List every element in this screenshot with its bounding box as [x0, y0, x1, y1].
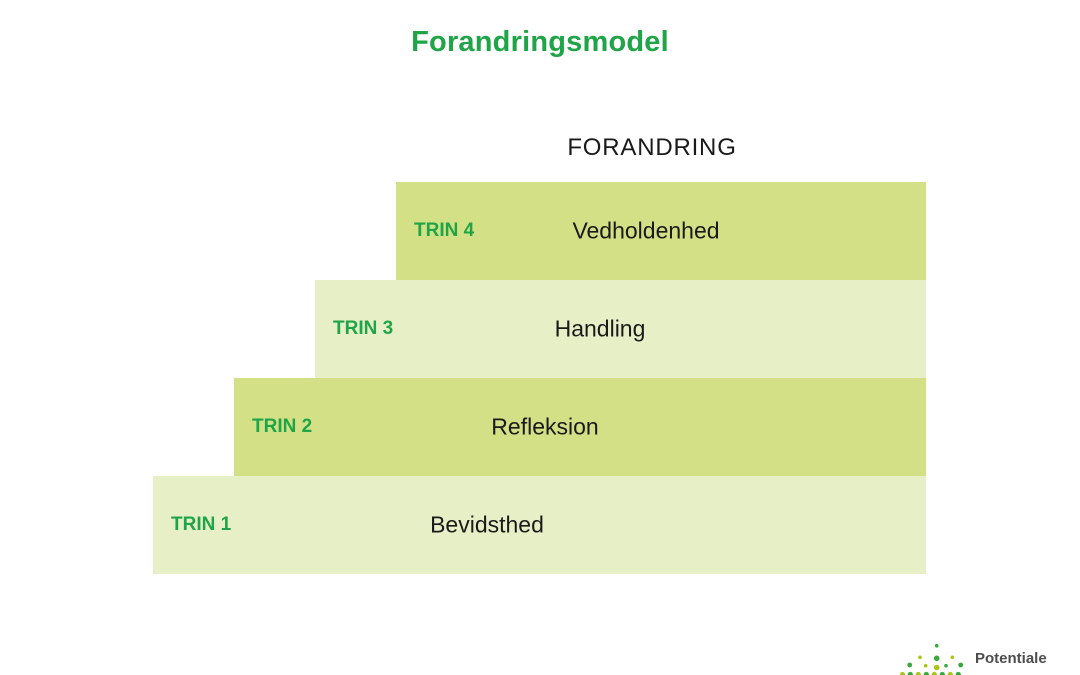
- step-3-name-label: Handling: [554, 315, 646, 342]
- step-2-number-label: TRIN 2: [252, 416, 313, 437]
- step-trin-2: TRIN 2 Refleksion: [234, 378, 926, 476]
- potentiale-logo-icon: [899, 643, 964, 675]
- page-title: Forandringsmodel: [411, 26, 669, 58]
- step-trin-1: TRIN 1 Bevidsthed: [153, 476, 926, 574]
- step-4-name-label: Vedholdenhed: [572, 217, 720, 244]
- step-trin-4: TRIN 4 Vedholdenhed: [396, 182, 926, 280]
- step-trin-3: TRIN 3 Handling: [315, 280, 926, 378]
- step-2-name-label: Refleksion: [491, 413, 599, 440]
- forandring-label: FORANDRING: [567, 134, 737, 161]
- step-3-number-label: TRIN 3: [333, 318, 394, 339]
- step-4-number-label: TRIN 4: [414, 220, 475, 241]
- potentiale-logo-text: Potentiale: [975, 650, 1047, 667]
- step-1-number-label: TRIN 1: [171, 514, 232, 535]
- potentiale-logo: Potentiale: [899, 641, 1070, 675]
- step-1-name-label: Bevidsthed: [430, 511, 544, 538]
